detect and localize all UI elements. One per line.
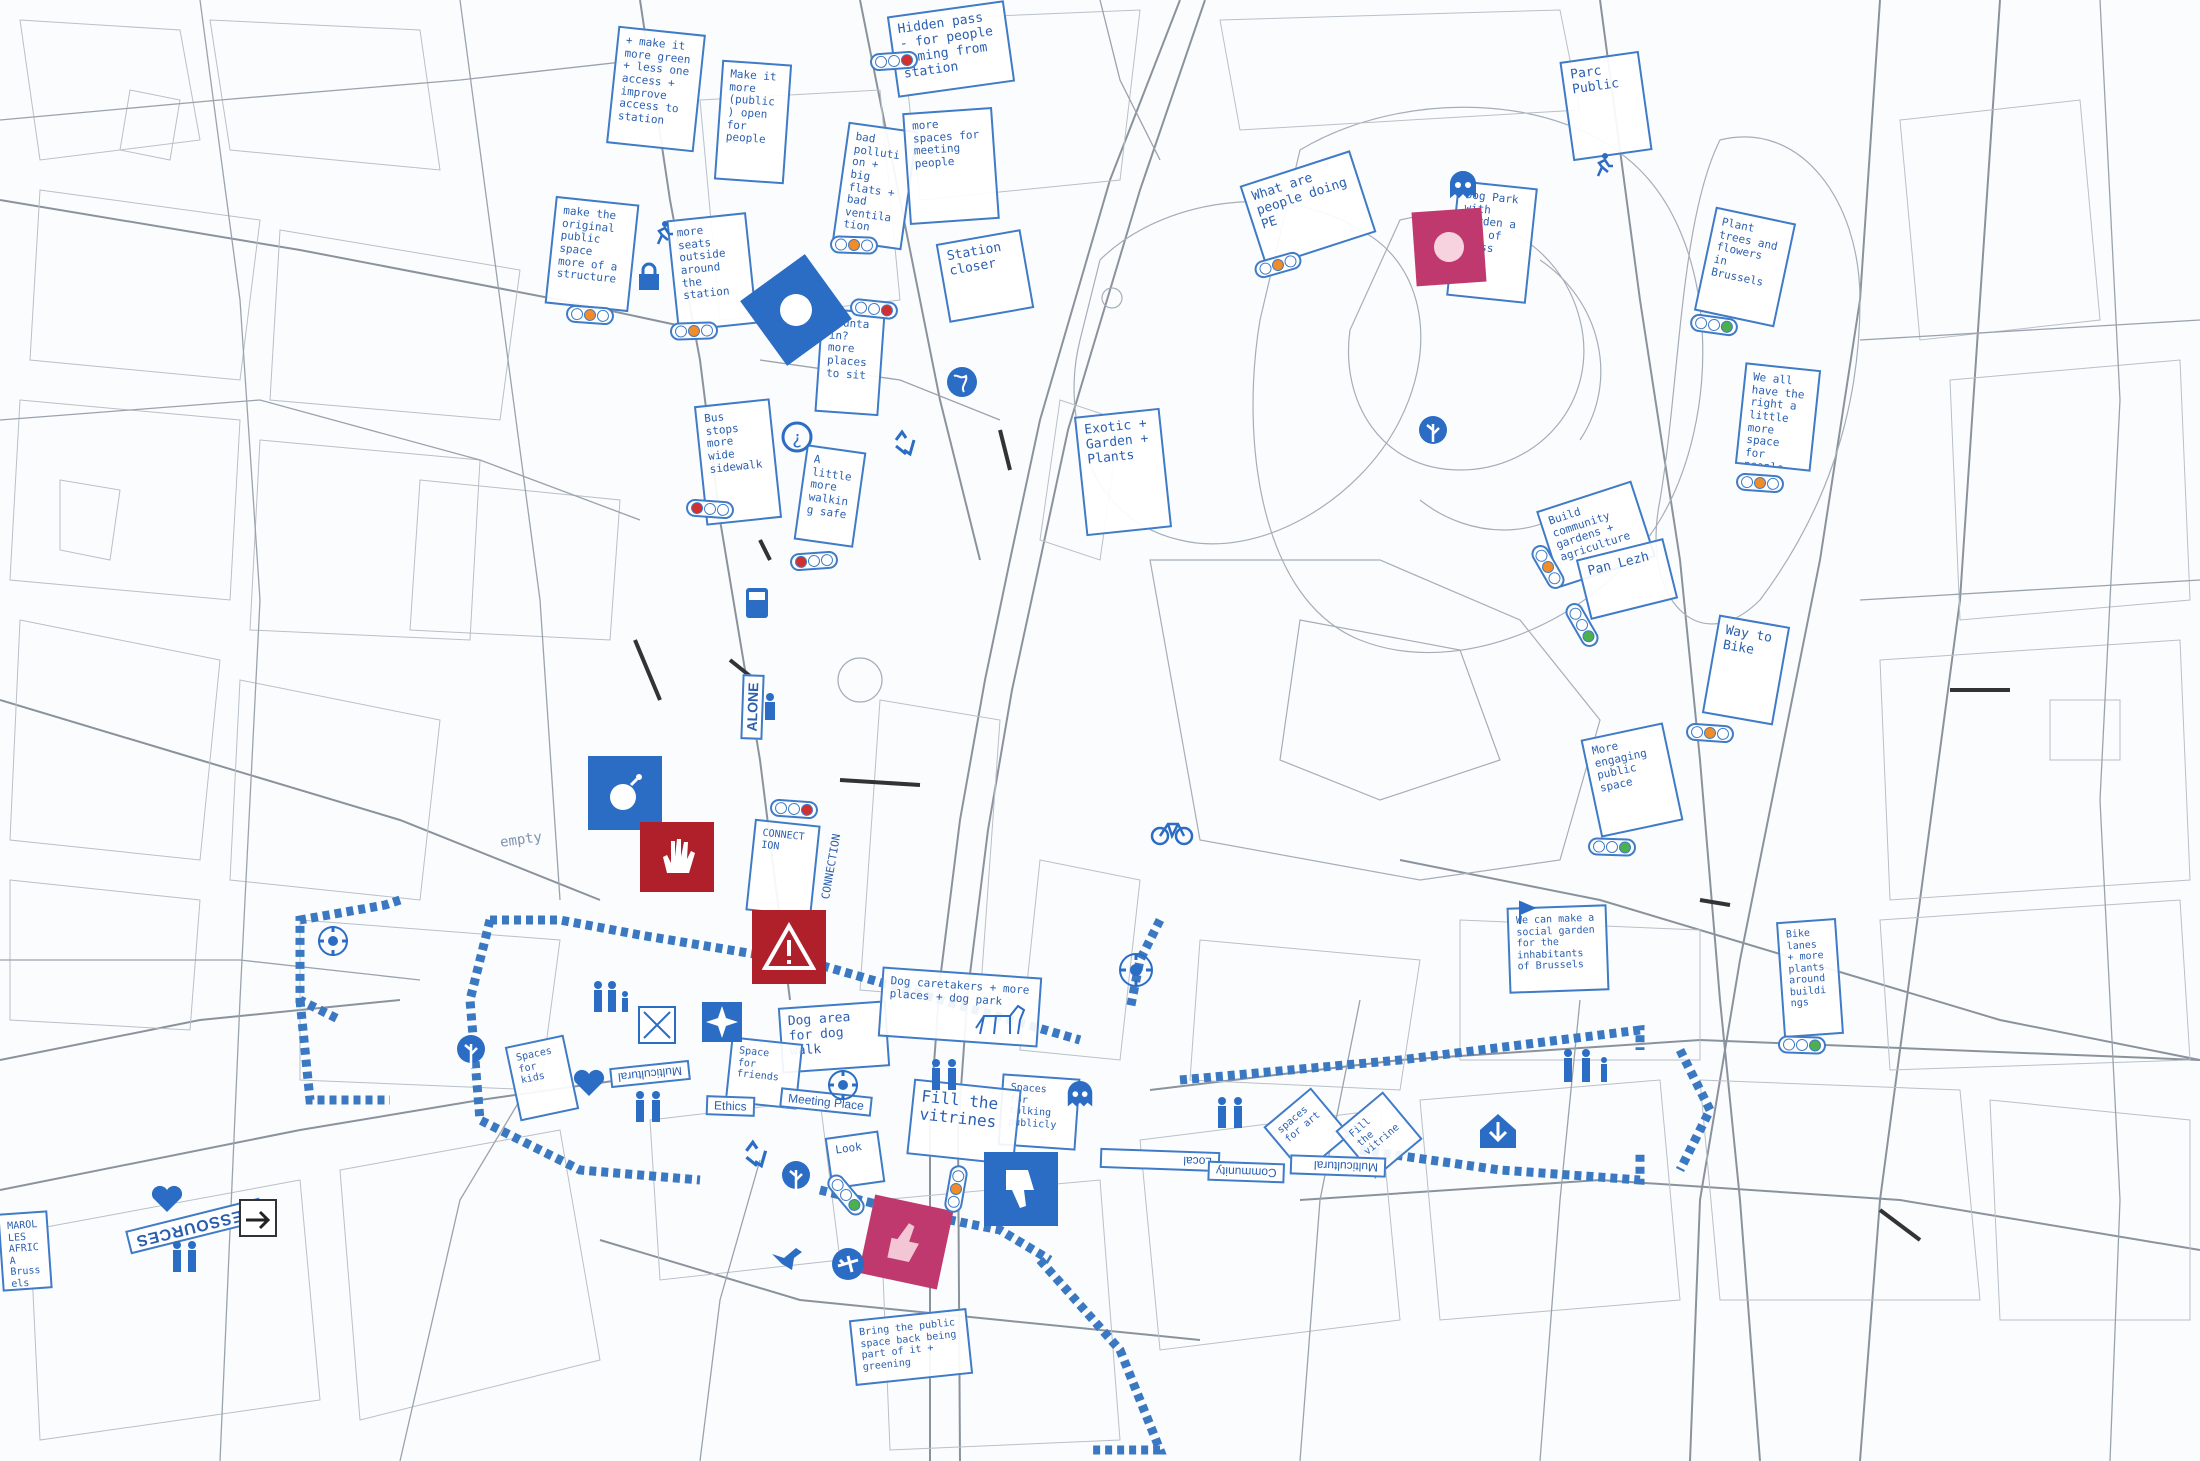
city-blocks: [9, 9, 2191, 1451]
monster-icon: [1450, 171, 1476, 198]
stop-hand-icon: [663, 839, 695, 873]
note-parc-public: Parc Public: [1559, 50, 1653, 162]
note-right-space: We all have the right a little more spac…: [1734, 362, 1822, 472]
roundabout-icon: [1119, 953, 1153, 987]
sticker-warning: [752, 910, 826, 984]
note-connection: CONNECTION: [745, 818, 821, 918]
thumbs-down-icon: [1006, 1170, 1034, 1208]
flag-icon: [1519, 900, 1537, 924]
family-icon: [1218, 1097, 1242, 1128]
note-station-closer: Station closer: [935, 229, 1035, 323]
note-meeting-people: more spaces for meeting people: [902, 106, 1000, 226]
note-hidden-pass: Hidden pass - for people coming from sta…: [886, 0, 1016, 98]
note-original-public-space: make the original public space more of a…: [544, 195, 640, 313]
note-exotic-garden: Exotic + Garden + Plants: [1073, 407, 1173, 537]
label-community: Community: [1207, 1160, 1286, 1184]
crossed-box-icon: [638, 1006, 676, 1044]
tree-icon: [1419, 416, 1447, 444]
sticker-thumbs-up: [858, 1194, 954, 1290]
traffic-light: [685, 498, 735, 520]
person-icon: [765, 693, 775, 720]
monster-icon: [1067, 1080, 1093, 1107]
running-person-icon: [656, 221, 673, 245]
family-icon: [594, 981, 628, 1012]
sticker-target-blue: [740, 254, 852, 366]
traffic-light: [789, 550, 839, 572]
heart-icon: [151, 1185, 183, 1212]
sticker-target-magenta: [1411, 207, 1487, 287]
label-ethics: Ethics: [705, 1095, 756, 1117]
bicycle-icon: [1150, 822, 1194, 846]
recycle-icon: [894, 429, 916, 457]
traffic-light: [869, 50, 919, 72]
family-icon: [636, 1091, 660, 1122]
family-icon: [932, 1059, 956, 1090]
note-more-seats: more seats outside around the station: [666, 212, 758, 332]
roundabout-icon: [828, 1070, 858, 1100]
crosswalks: [633, 429, 2010, 1242]
traffic-light: [769, 798, 819, 820]
lock-icon: [639, 262, 659, 290]
heart-icon: [573, 1069, 605, 1096]
traffic-light: [565, 304, 615, 326]
note-public-space-back: Bring the public space back being part o…: [848, 1308, 974, 1386]
svg-text:¿: ¿: [792, 428, 802, 449]
traffic-light: [1685, 722, 1735, 744]
sticker-thumbs-down: [984, 1152, 1058, 1226]
warning-icon: [762, 922, 816, 970]
bird-icon: [772, 1248, 802, 1270]
plane-icon: [832, 1248, 864, 1280]
bomb-icon: [610, 774, 642, 810]
running-person-icon: [1596, 153, 1613, 177]
note-marolles-africa: MAROLLES AFRICA Brussels: [0, 1210, 53, 1292]
globe-icon: [947, 367, 977, 397]
info-question-icon: ¿: [781, 421, 813, 453]
roundabout-icon: [318, 926, 348, 956]
recycle-icon: [745, 1139, 768, 1169]
traffic-light: [1777, 1035, 1827, 1055]
arrow-icon: [239, 1199, 277, 1237]
tree-icon: [782, 1161, 810, 1194]
tree-icon: [457, 1035, 485, 1068]
dog-illustration-icon: [975, 1004, 1026, 1035]
label-local: Local: [1099, 1147, 1221, 1173]
note-make-green: + make it more green + less one access +…: [606, 25, 706, 153]
bus-icon: [746, 588, 768, 618]
traffic-light: [1735, 472, 1785, 494]
traffic-light: [829, 235, 879, 255]
label-multicultural-2: Multicultural: [1289, 1154, 1387, 1178]
circle-target-icon: [1434, 232, 1464, 262]
circle-target-icon: [780, 294, 812, 326]
note-public-open: Make it more (public) open for people: [713, 59, 793, 185]
sticker-stop-hand: [640, 822, 714, 892]
house-down-icon: [1480, 1114, 1516, 1148]
family-icon: [1564, 1049, 1607, 1082]
traffic-light: [669, 321, 719, 341]
traffic-light: [1587, 837, 1637, 857]
family-icon: [173, 1241, 196, 1272]
star-icon: [702, 1002, 742, 1042]
thumbs-up-icon: [887, 1223, 919, 1263]
sticker-bomb: [588, 756, 662, 830]
note-bike-lanes: Bike lanes + more plants around building…: [1776, 918, 1844, 1038]
